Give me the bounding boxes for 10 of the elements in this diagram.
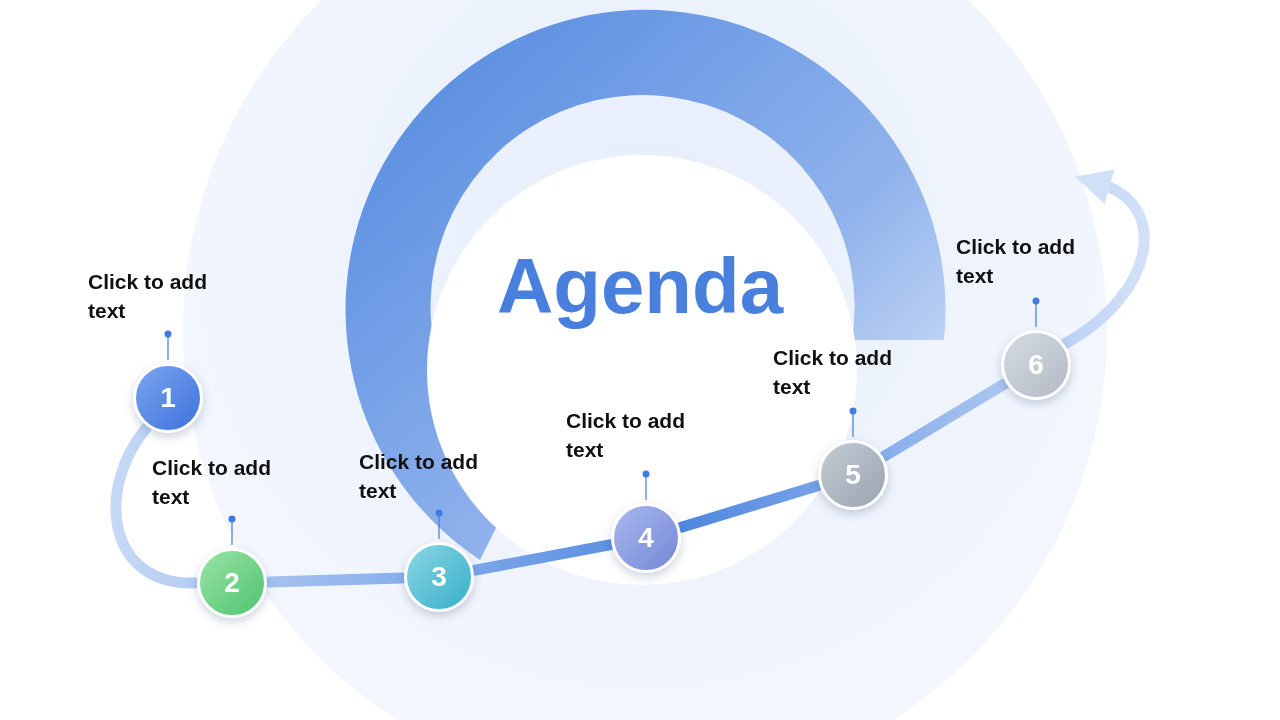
item-text: Click to add text — [773, 345, 894, 400]
number-circle: 1 — [133, 363, 203, 433]
item-text: Click to add text — [359, 449, 480, 504]
item-text: Click to add text — [566, 408, 687, 463]
item-text: Click to add text — [956, 234, 1077, 289]
title: Agenda — [496, 241, 785, 332]
track-arrow — [1060, 171, 1150, 349]
item-text: Click to add text — [152, 455, 273, 510]
number-circle: 2 — [197, 548, 267, 618]
item-text: Click to add text — [88, 269, 209, 324]
